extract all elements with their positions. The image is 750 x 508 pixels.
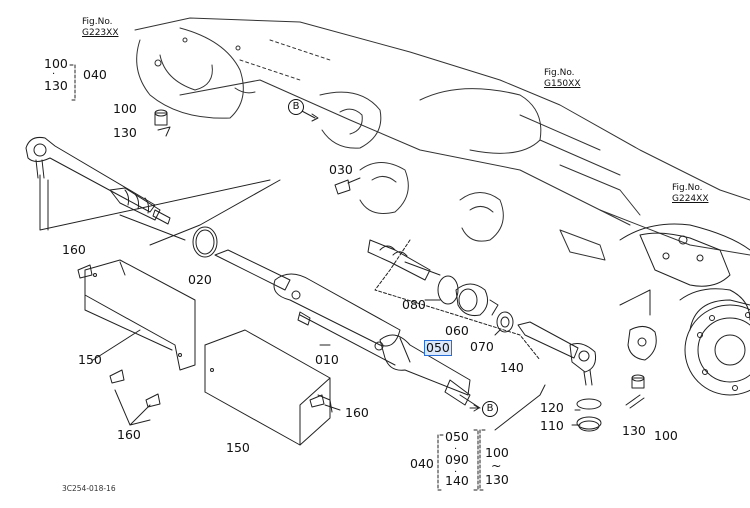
part-label-060[interactable]: 060 [445,323,469,338]
bolt-030 [334,177,361,195]
drawing-code: 3C254-018-16 [62,484,116,493]
part-label-010[interactable]: 010 [315,352,339,367]
part-label-150-right[interactable]: 150 [226,440,250,455]
washer [576,398,602,410]
part-label-110[interactable]: 110 [540,418,564,433]
lock-nut [496,311,514,333]
fig-ref-code: G223XX [82,28,119,38]
cover-left [84,259,196,371]
group-item-050[interactable]: 050 [445,429,469,444]
part-label-140[interactable]: 140 [500,360,524,375]
part-label-020[interactable]: 020 [188,272,212,287]
fig-ref-g223xx[interactable]: Fig.No. G223XX [82,17,118,39]
o-ring [437,275,459,305]
group-item-100[interactable]: 100 [485,445,509,460]
fig-ref-g150xx[interactable]: Fig.No. G150XX [544,68,580,90]
boot [455,283,489,316]
group-item-140[interactable]: 140 [445,473,469,488]
part-label-100-right[interactable]: 100 [654,428,678,443]
part-label-160-mid[interactable]: 160 [345,405,369,420]
part-label-050-highlighted[interactable]: 050 [424,340,452,356]
fig-ref-code: G224XX [672,194,709,204]
part-label-030[interactable]: 030 [329,162,353,177]
callout-b-bottom[interactable]: B [482,401,498,417]
steering-cylinder [214,249,481,409]
part-label-130[interactable]: 130 [44,78,68,93]
fig-ref-prefix: Fig.No. [544,68,575,78]
part-label-070[interactable]: 070 [470,339,494,354]
part-label-160-bottom[interactable]: 160 [117,427,141,442]
fig-ref-g224xx[interactable]: Fig.No. G224XX [672,183,708,205]
part-label-120[interactable]: 120 [540,400,564,415]
fig-ref-code: G150XX [544,79,581,89]
callout-b-top[interactable]: B [288,99,304,115]
castle-nut [576,416,602,430]
part-label-040[interactable]: 040 [83,67,107,82]
part-label-160-top[interactable]: 160 [62,242,86,257]
fig-ref-prefix: Fig.No. [82,17,113,27]
part-label-130-right[interactable]: 130 [622,423,646,438]
fig-ref-prefix: Fig.No. [672,183,703,193]
part-label-130-pin[interactable]: 130 [113,125,137,140]
snap-ring [192,226,218,258]
group-separator: · [52,69,56,80]
left-tie-rod [25,137,171,225]
group-item-090[interactable]: 090 [445,452,469,467]
group-separator: · [454,467,458,478]
group-item-130[interactable]: 130 [485,472,509,487]
group-range-tilde: ~ [491,458,502,473]
right-hub [619,223,750,396]
part-label-150-left[interactable]: 150 [78,352,102,367]
part-label-080[interactable]: 080 [402,297,426,312]
group-separator: · [454,444,458,455]
leader-lines [39,174,271,231]
part-label-100[interactable]: 100 [44,56,68,71]
tie-rod-inner [367,239,514,333]
part-label-100-nut[interactable]: 100 [113,101,137,116]
cover-right [204,329,333,446]
axle-housing [134,17,750,261]
part-label-040-bottom[interactable]: 040 [410,456,434,471]
right-tie-rod [517,321,596,386]
